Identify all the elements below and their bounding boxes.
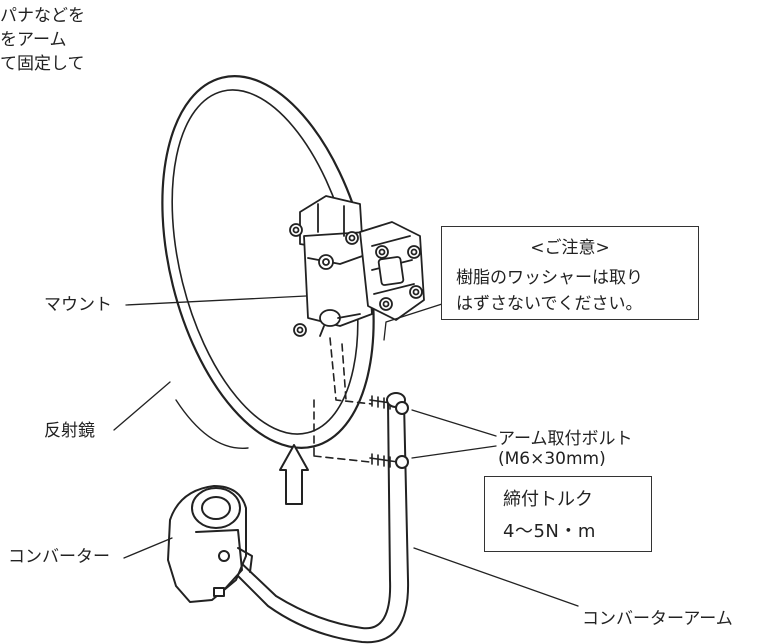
torque-box: 締付トルク 4〜5N・m [484,476,652,552]
mount-label: マウント [44,295,112,315]
converter-label: コンバーター [8,547,110,567]
arm-bolt-spec: (M6×30mm) [498,449,606,469]
intro-line: パナなどを [0,6,85,26]
converter-arm-label: コンバーターアーム [582,609,733,629]
converter-unit [167,485,253,603]
intro-line: て固定して [0,54,85,74]
guide-lines [313,337,373,463]
leader-lines [113,295,579,607]
caution-line: 樹脂のワッシャーは取り [456,268,643,288]
up-arrow [279,444,309,505]
arm-bolts [369,395,399,468]
intro-line: をアーム [0,30,67,50]
caution-line: はずさないでください。 [456,294,643,314]
torque-value: 4〜5N・m [503,521,596,542]
arm-bolt-label: アーム取付ボルト [498,429,633,449]
torque-title: 締付トルク [503,489,593,510]
reflector-label: 反射鏡 [44,421,95,441]
converter-arm [231,392,410,644]
caution-box: <ご注意> 樹脂のワッシャーは取り はずさないでください。 [441,226,699,320]
mount-bracket [289,195,425,337]
caution-title: <ご注意> [530,238,610,258]
intro-text: パナなどを をアーム て固定して [0,4,85,76]
